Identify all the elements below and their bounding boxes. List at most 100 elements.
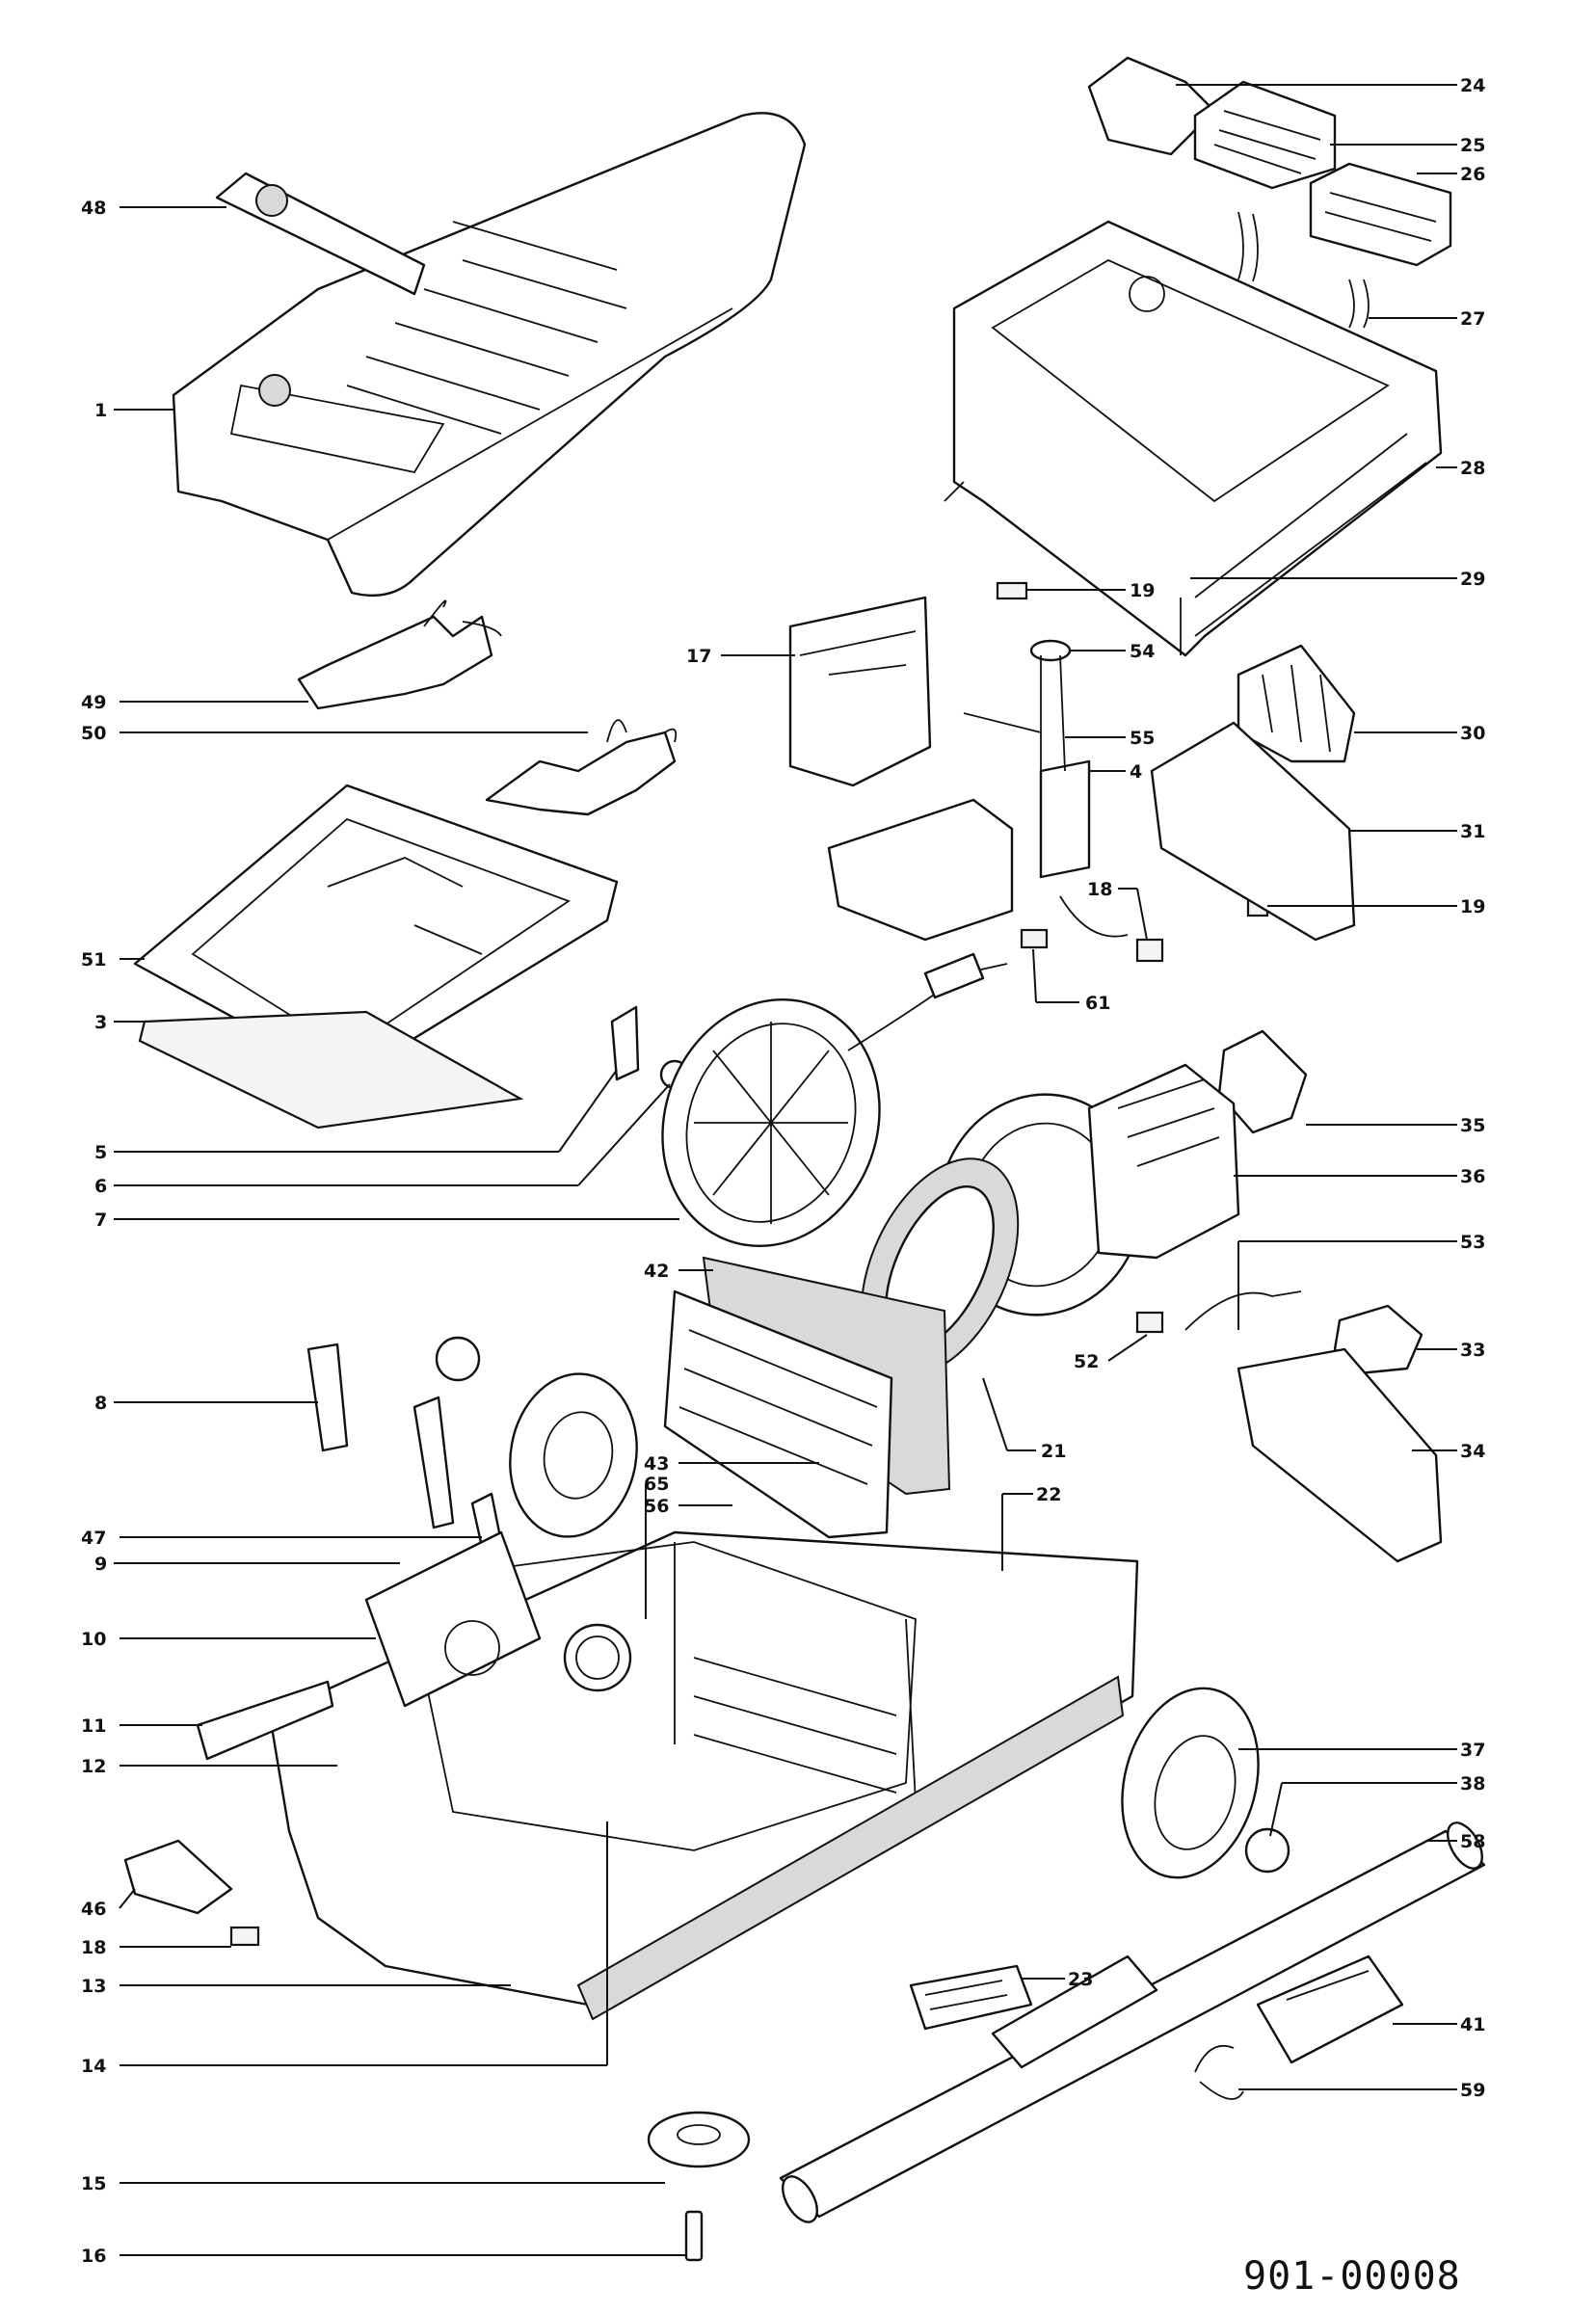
callout-51: 51	[81, 949, 145, 970]
svg-text:26: 26	[1460, 164, 1485, 185]
telescopic-tube-part	[779, 1821, 1486, 2223]
callout-54: 54	[1070, 641, 1155, 662]
callout-28: 28	[1436, 458, 1485, 479]
svg-text:19: 19	[1460, 896, 1485, 917]
callout-65: 65	[644, 1474, 669, 1619]
callout-53: 53	[1237, 1232, 1485, 1330]
svg-text:18: 18	[81, 1937, 106, 1958]
filter-tray-parts	[133, 784, 619, 1130]
callout-1: 1	[94, 400, 173, 421]
castor-parts	[647, 2111, 751, 2262]
svg-text:19: 19	[1130, 580, 1155, 601]
callout-12: 12	[81, 1756, 337, 1777]
svg-text:24: 24	[1460, 75, 1485, 96]
hose-latch-part	[196, 1680, 334, 1761]
callout-49: 49	[81, 692, 308, 713]
switch-button-parts	[1135, 1290, 1443, 1563]
svg-text:27: 27	[1460, 308, 1485, 330]
svg-text:37: 37	[1460, 1740, 1485, 1761]
svg-text:55: 55	[1130, 728, 1155, 749]
svg-text:58: 58	[1460, 1831, 1485, 1852]
svg-text:29: 29	[1460, 569, 1485, 590]
base-body-part	[268, 1530, 1139, 2021]
housing-top-part	[944, 220, 1443, 657]
callout-11: 11	[81, 1715, 202, 1737]
callout-26: 26	[1417, 164, 1485, 185]
callout-layer: 48 1 49 50 51 3 5 6 7 42 8 43 65 56 47 9…	[81, 75, 1485, 2267]
callout-59: 59	[1238, 2080, 1485, 2101]
svg-text:48: 48	[81, 198, 106, 219]
callout-50: 50	[81, 723, 588, 744]
callout-34: 34	[1412, 1441, 1485, 1462]
callout-56: 56	[644, 1496, 732, 1517]
svg-text:56: 56	[644, 1496, 669, 1517]
svg-text:4: 4	[1130, 761, 1142, 783]
callout-48: 48	[81, 198, 226, 219]
callout-19-right: 19	[1267, 896, 1485, 917]
svg-text:10: 10	[81, 1629, 106, 1650]
svg-text:35: 35	[1460, 1115, 1485, 1136]
callout-19-top: 19	[1026, 580, 1155, 601]
pcb-and-cover-parts	[1150, 644, 1356, 942]
callout-24: 24	[1176, 75, 1485, 96]
svg-text:33: 33	[1460, 1340, 1485, 1361]
svg-text:11: 11	[81, 1715, 106, 1737]
svg-text:13: 13	[81, 1976, 106, 1997]
svg-text:34: 34	[1460, 1441, 1485, 1462]
svg-text:5: 5	[94, 1142, 107, 1163]
callout-15: 15	[81, 2173, 665, 2194]
callout-7: 7	[94, 1210, 679, 1231]
callout-21: 21	[982, 1377, 1066, 1462]
svg-text:43: 43	[644, 1453, 669, 1475]
callout-55: 55	[1065, 728, 1155, 749]
callout-18-left: 18	[81, 1937, 231, 1958]
svg-text:51: 51	[81, 949, 106, 970]
bag-holder-clips	[297, 599, 678, 816]
svg-text:14: 14	[81, 2056, 106, 2077]
svg-text:36: 36	[1460, 1166, 1485, 1187]
callout-3: 3	[94, 1012, 149, 1033]
callout-14: 14	[81, 1821, 608, 2077]
switch-housing-parts	[788, 581, 1091, 942]
callout-33: 33	[1417, 1340, 1485, 1361]
drawing-code: 901-00008	[1243, 2254, 1461, 2299]
svg-text:22: 22	[1036, 1484, 1061, 1505]
callout-18-right: 18	[1087, 879, 1148, 941]
svg-text:59: 59	[1460, 2080, 1485, 2101]
callout-46: 46	[81, 1888, 136, 1920]
svg-text:7: 7	[94, 1210, 107, 1231]
sleeve-and-clip-parts	[1194, 1954, 1404, 2100]
svg-text:18: 18	[1087, 879, 1112, 900]
svg-text:52: 52	[1074, 1351, 1099, 1372]
latch-plate-part	[215, 172, 426, 407]
callout-36: 36	[1234, 1166, 1485, 1187]
cable-reel-part	[661, 952, 1008, 1248]
callout-5: 5	[94, 1069, 618, 1163]
handle-and-grille-parts	[1087, 56, 1452, 329]
callout-23: 23	[1022, 1969, 1093, 1990]
callout-6: 6	[94, 1083, 671, 1197]
svg-text:50: 50	[81, 723, 106, 744]
callout-9: 9	[94, 1554, 400, 1575]
svg-text:21: 21	[1041, 1441, 1066, 1462]
callout-43: 43	[644, 1453, 819, 1475]
svg-text:28: 28	[1460, 458, 1485, 479]
rear-wheel-parts	[1121, 1687, 1290, 1879]
rating-plate-part	[909, 1964, 1033, 2031]
callout-42: 42	[644, 1261, 713, 1282]
svg-text:17: 17	[686, 646, 711, 667]
svg-text:46: 46	[81, 1899, 106, 1920]
callout-38: 38	[1269, 1773, 1485, 1837]
svg-text:12: 12	[81, 1756, 106, 1777]
callout-41: 41	[1393, 2014, 1485, 2035]
svg-text:47: 47	[81, 1528, 106, 1549]
svg-text:38: 38	[1460, 1773, 1485, 1795]
callout-17: 17	[686, 646, 795, 667]
callout-4: 4	[1089, 761, 1142, 783]
callout-30: 30	[1354, 723, 1485, 744]
svg-text:15: 15	[81, 2173, 106, 2194]
svg-text:8: 8	[94, 1393, 107, 1414]
callout-25: 25	[1330, 135, 1485, 156]
callout-22: 22	[1001, 1484, 1061, 1571]
